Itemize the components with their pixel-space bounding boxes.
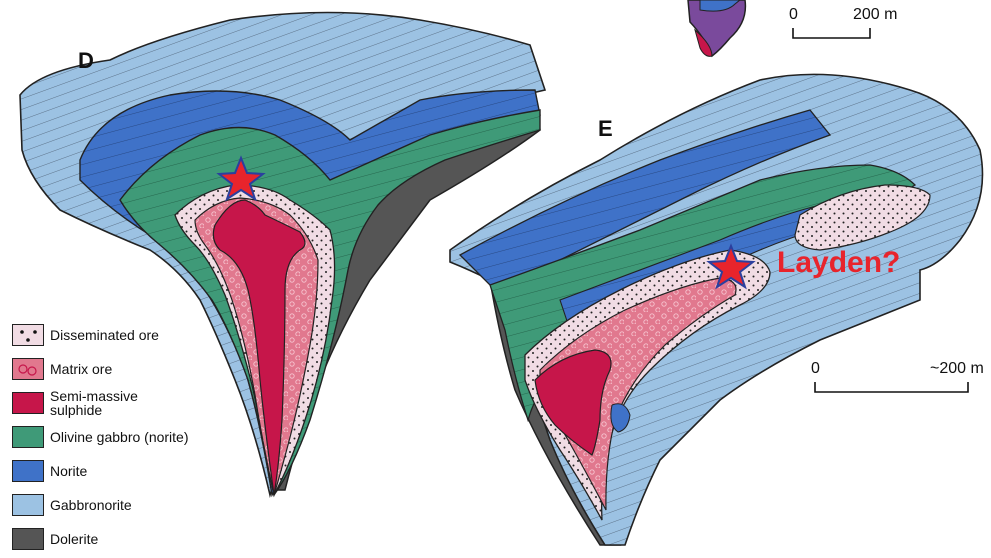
swatch-solid-icon — [12, 460, 44, 482]
legend-label: Dolerite — [50, 532, 98, 546]
legend-item-dolerite: Dolerite — [12, 522, 252, 556]
scale-bar-right — [815, 382, 968, 392]
swatch-circles-icon — [12, 358, 44, 380]
scale-right-end: ~200 m — [930, 360, 990, 378]
swatch-solid-icon — [12, 426, 44, 448]
legend-label: Olivine gabbro (norite) — [50, 430, 189, 444]
diagram-e — [450, 74, 983, 545]
swatch-solid-icon — [12, 528, 44, 550]
legend-label: Semi-massive sulphide — [50, 389, 138, 417]
legend-item-gabbronorite: Gabbronorite — [12, 488, 252, 522]
legend-item-olivine-gabbro: Olivine gabbro (norite) — [12, 420, 252, 454]
legend-item-matrix-ore: Matrix ore — [12, 352, 252, 386]
swatch-dots-icon — [12, 324, 44, 346]
legend-label: Matrix ore — [50, 362, 112, 376]
legend-item-norite: Norite — [12, 454, 252, 488]
legend-label: Norite — [50, 464, 87, 478]
legend: Disseminated ore Matrix ore Semi-massive… — [12, 318, 252, 556]
panel-label-d: D — [78, 48, 94, 74]
swatch-solid-icon — [12, 392, 44, 414]
legend-label: Gabbronorite — [50, 498, 132, 512]
layden-callout: Layden? — [777, 246, 900, 280]
legend-item-disseminated-ore: Disseminated ore — [12, 318, 252, 352]
scale-bar-top — [793, 28, 870, 38]
legend-item-semi-massive-sulphide: Semi-massive sulphide — [12, 386, 252, 420]
top-partial-diagram — [688, 0, 745, 56]
swatch-solid-icon — [12, 494, 44, 516]
scale-top-end: 200 m — [853, 6, 897, 24]
legend-label: Disseminated ore — [50, 328, 159, 342]
scale-top-start: 0 — [789, 6, 798, 24]
panel-label-e: E — [598, 116, 613, 142]
scale-right-start: 0 — [811, 360, 820, 378]
